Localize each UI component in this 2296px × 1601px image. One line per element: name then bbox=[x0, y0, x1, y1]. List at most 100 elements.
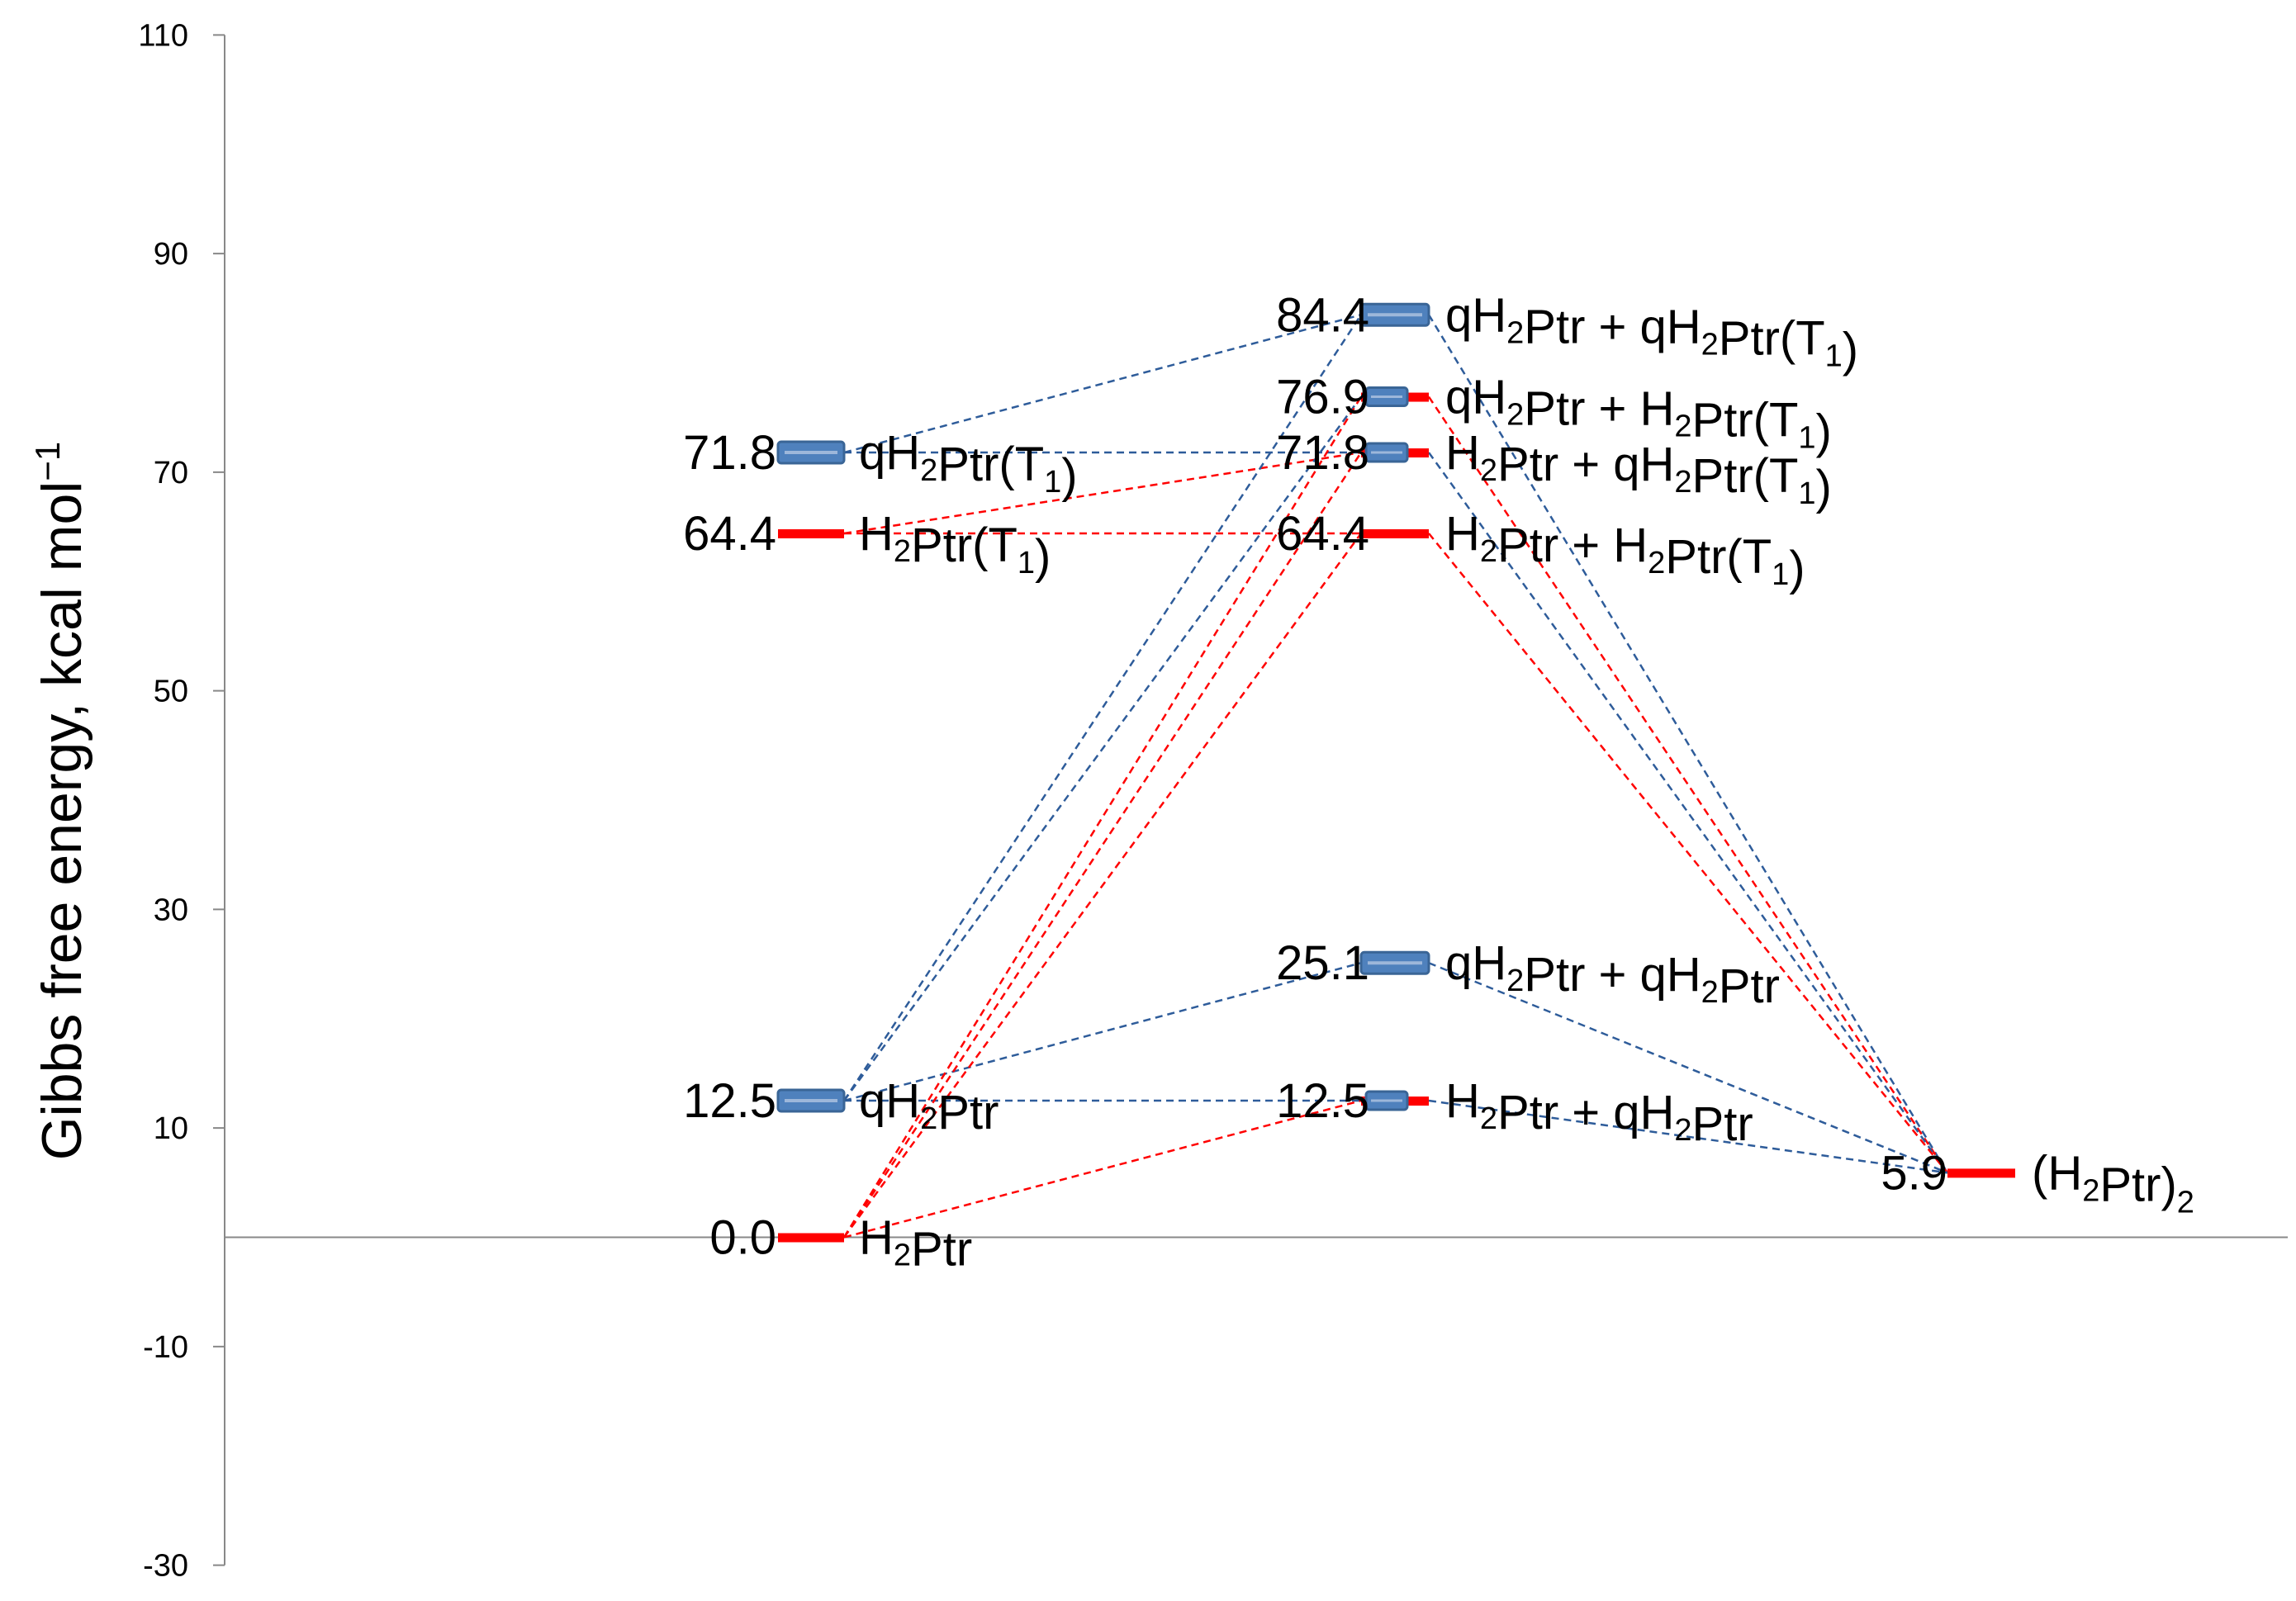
value-label: 71.8 bbox=[1276, 426, 1369, 480]
label-text: qH bbox=[859, 1074, 920, 1128]
subscript: 2 bbox=[1701, 327, 1719, 362]
label-text: Ptr + H bbox=[1497, 519, 1648, 572]
connection-line bbox=[843, 451, 1362, 535]
label-text: Ptr(T bbox=[1665, 530, 1772, 584]
connection-line bbox=[843, 962, 1362, 1102]
label-text: H bbox=[1445, 1074, 1480, 1128]
energy-level-L_H2Ptr bbox=[778, 1233, 844, 1243]
species-label: qH2Ptr + H2Ptr(T1) bbox=[1445, 371, 1832, 459]
label-text: Ptr) bbox=[2099, 1158, 2176, 1211]
subscript: 1 bbox=[1798, 421, 1815, 456]
species-label: qH2Ptr bbox=[859, 1074, 999, 1139]
label-text: ) bbox=[1816, 461, 1832, 514]
subscript: 2 bbox=[2177, 1185, 2194, 1220]
label-text: Ptr(T bbox=[937, 438, 1044, 491]
y-tick-label: 70 bbox=[154, 456, 188, 490]
connection-line bbox=[842, 452, 1363, 1239]
connection-line bbox=[843, 1099, 1362, 1239]
connection-line bbox=[842, 396, 1363, 1239]
label-text: Ptr bbox=[937, 1086, 999, 1139]
value-label: 71.8 bbox=[683, 426, 776, 480]
species-label: (H2Ptr)2 bbox=[2032, 1146, 2194, 1220]
value-label: 12.5 bbox=[683, 1074, 776, 1128]
subscript: 2 bbox=[1506, 964, 1524, 998]
subscript: 2 bbox=[1480, 1101, 1497, 1136]
subscript: 1 bbox=[1018, 546, 1035, 580]
subscript: 2 bbox=[894, 534, 911, 569]
label-text: ) bbox=[1061, 449, 1077, 503]
label-text: ) bbox=[1843, 323, 1858, 377]
energy-level-M_qH_T1 bbox=[1361, 386, 1429, 408]
species-label: H2Ptr(T1) bbox=[859, 507, 1051, 584]
label-text: H bbox=[1445, 426, 1480, 480]
label-text: H bbox=[859, 1211, 894, 1265]
red-level-bar bbox=[1361, 529, 1429, 539]
energy-level-L_H2PtrT1 bbox=[778, 529, 844, 539]
species-label: H2Ptr bbox=[859, 1211, 972, 1277]
label-text: Ptr bbox=[1719, 959, 1780, 1013]
value-label: 64.4 bbox=[683, 507, 776, 561]
connection-line bbox=[1428, 1099, 1948, 1174]
value-label: 25.1 bbox=[1276, 936, 1369, 990]
label-text: Ptr bbox=[1692, 1097, 1753, 1151]
species-label: H2Ptr + qH2Ptr(T1) bbox=[1445, 426, 1832, 514]
label-text: qH bbox=[1445, 288, 1506, 342]
energy-level-M_Hq_T1 bbox=[1361, 442, 1429, 463]
connection-line bbox=[1428, 962, 1948, 1174]
connection-lines bbox=[842, 314, 1949, 1239]
label-text: qH bbox=[859, 426, 920, 480]
label-text: qH bbox=[1445, 936, 1506, 990]
label-text: (H bbox=[2032, 1146, 2082, 1200]
label-text: qH bbox=[1445, 371, 1506, 424]
energy-level-M_qq bbox=[1359, 950, 1430, 975]
subscript: 2 bbox=[920, 453, 937, 488]
label-text: H bbox=[859, 507, 894, 561]
label-text: ) bbox=[1816, 405, 1832, 459]
energy-level-R_dimer bbox=[1947, 1168, 2015, 1178]
label-text: Ptr + H bbox=[1524, 382, 1674, 436]
subscript: 2 bbox=[1701, 975, 1719, 1010]
subscript: 2 bbox=[1506, 398, 1524, 433]
connection-line bbox=[1428, 533, 1948, 1174]
subscript: 2 bbox=[1480, 453, 1497, 488]
value-label: 0.0 bbox=[709, 1211, 776, 1265]
subscript: 2 bbox=[894, 1239, 911, 1273]
subscript: 1 bbox=[1798, 476, 1815, 511]
label-text: Ptr + qH bbox=[1497, 438, 1674, 491]
energy-levels bbox=[776, 302, 2015, 1243]
species-label: H2Ptr + qH2Ptr bbox=[1445, 1074, 1753, 1151]
label-text: Ptr(T bbox=[911, 519, 1018, 572]
value-label: 84.4 bbox=[1276, 288, 1369, 342]
value-label: 64.4 bbox=[1276, 507, 1369, 561]
value-label: 12.5 bbox=[1276, 1074, 1369, 1128]
y-tick-label: 110 bbox=[138, 18, 188, 53]
species-label: H2Ptr + H2Ptr(T1) bbox=[1445, 507, 1805, 595]
label-text: Ptr(T bbox=[1692, 449, 1799, 503]
value-label: 5.9 bbox=[1881, 1146, 1947, 1200]
subscript: 2 bbox=[2082, 1173, 2099, 1208]
subscript: 1 bbox=[1825, 339, 1843, 373]
subscript: 1 bbox=[1044, 465, 1061, 500]
label-text: Ptr + qH bbox=[1497, 1086, 1674, 1139]
label-text: Ptr + qH bbox=[1524, 948, 1701, 1002]
red-level-bar bbox=[778, 529, 844, 539]
connection-line bbox=[842, 396, 1363, 1101]
y-tick-label: 50 bbox=[154, 675, 188, 709]
y-tick-label: -10 bbox=[143, 1330, 188, 1365]
subscript: 2 bbox=[1506, 315, 1524, 350]
energy-level-L_qH2Ptr bbox=[776, 1088, 846, 1113]
subscript: 2 bbox=[1674, 410, 1691, 444]
subscript: 2 bbox=[920, 1101, 937, 1136]
red-level-bar bbox=[778, 1233, 844, 1243]
connection-line bbox=[843, 314, 1362, 454]
species-label: qH2Ptr(T1) bbox=[859, 426, 1078, 503]
y-tick-label: 90 bbox=[154, 237, 188, 272]
connection-line bbox=[1427, 396, 1949, 1174]
label-text: ) bbox=[1789, 542, 1805, 595]
red-level-bar bbox=[1947, 1168, 2015, 1178]
label-text: ) bbox=[1035, 530, 1051, 584]
species-label: qH2Ptr + qH2Ptr bbox=[1445, 936, 1780, 1013]
